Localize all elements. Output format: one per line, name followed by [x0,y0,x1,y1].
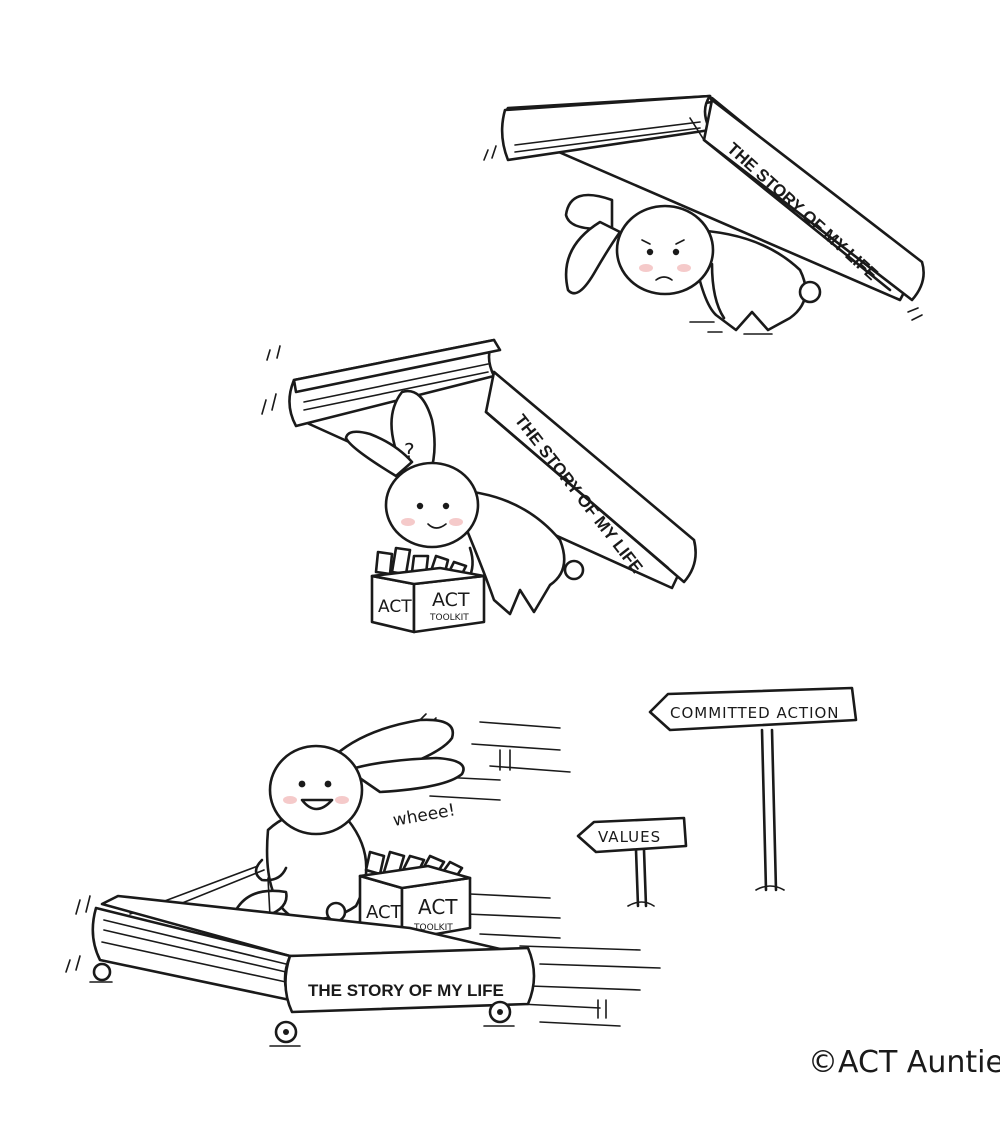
sign-values-label: VALUES [598,828,661,846]
sign-committed-action-label: COMMITTED ACTION [670,704,840,722]
box-front-label-middle: ACT [432,589,470,611]
box-front-label-bottom: ACT [418,895,458,919]
book-title-bottom: THE STORY OF MY LIFE [308,981,504,1000]
signpost-committed-action: COMMITTED ACTION [648,686,858,892]
panel-top: THE STORY OF MY LIFE [483,94,925,335]
thought-mark: ? [404,439,415,463]
box-sub-label-middle: TOOLKIT [429,613,469,623]
signpost-values: VALUES [576,816,688,908]
panel-bottom: COMMITTED ACTION VALUES [65,686,858,1047]
box-left-label-bottom: ACT [366,902,403,923]
speed-lines [65,713,661,1027]
wheee-exclamation: wheee! [391,800,456,831]
bunny-happy: wheee! [129,718,465,955]
box-left-label-middle: ACT [378,597,412,617]
bunny-sad [564,193,822,335]
act-toolkit-box-middle: ACT ACT TOOLKIT [370,546,486,634]
artist-credit: ©ACT Auntie [808,1045,1000,1080]
box-sub-label-bottom: TOOLKIT [413,923,453,933]
act-toolkit-box-bottom: ACT ACT TOOLKIT [358,850,472,942]
book-cart: THE STORY OF MY LIFE [89,894,536,1047]
panel-middle: THE STORY OF MY LIFE ? [261,338,697,634]
